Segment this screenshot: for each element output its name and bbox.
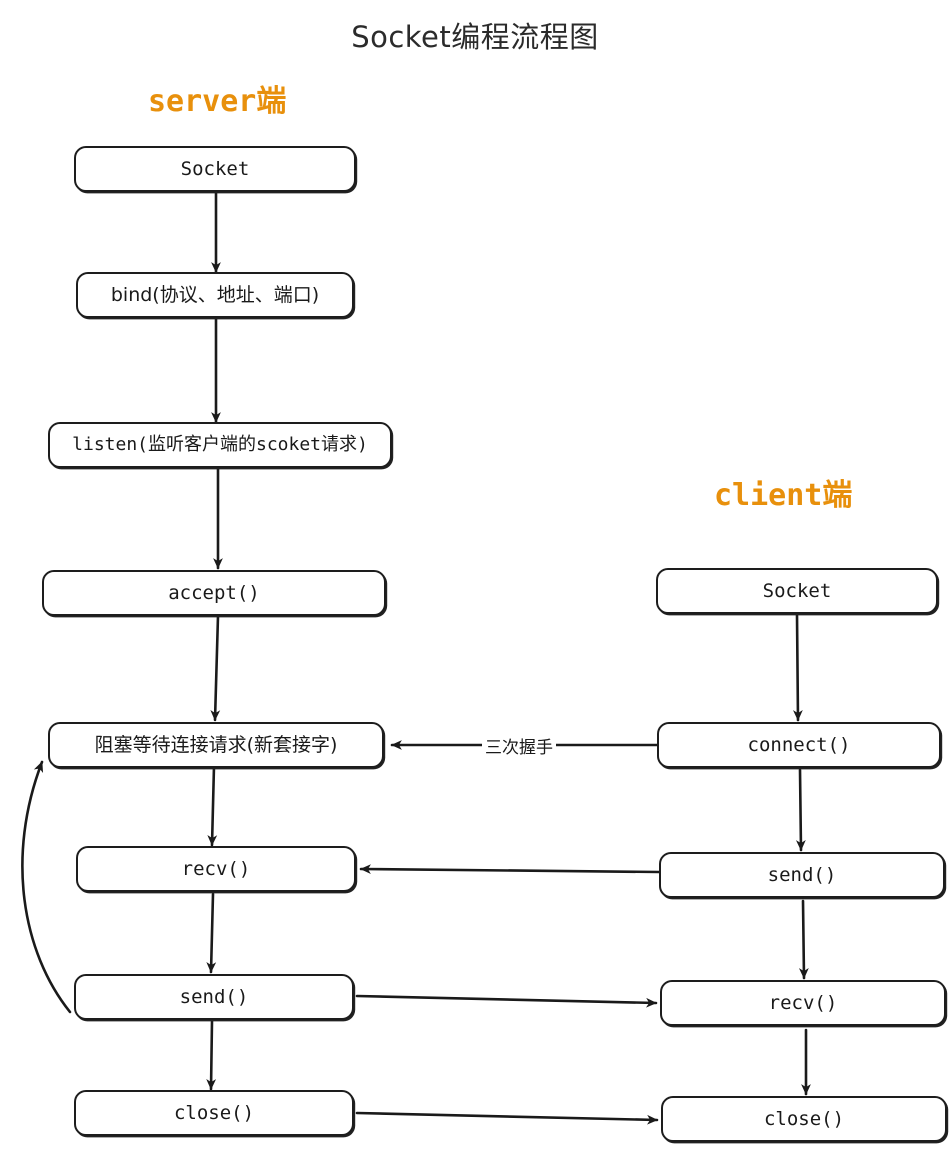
node-server-bind[interactable]: bind(协议、地址、端口) <box>76 272 354 318</box>
node-client-connect[interactable]: connect() <box>657 722 941 768</box>
node-server-socket[interactable]: Socket <box>74 146 356 192</box>
arrow-server-close-to-client-close <box>355 1111 659 1125</box>
node-label: send() <box>179 985 249 1008</box>
arrow-server-send-to-client-recv <box>355 994 658 1008</box>
node-server-listen[interactable]: listen(监听客户端的scoket请求) <box>48 422 392 468</box>
node-label: Socket <box>762 579 832 602</box>
arrow-loopback-send-to-block <box>21 760 72 1014</box>
node-label: connect() <box>747 733 851 756</box>
node-label: recv() <box>181 857 251 880</box>
node-client-close[interactable]: close() <box>661 1096 947 1142</box>
node-server-accept[interactable]: accept() <box>42 570 386 616</box>
node-server-close[interactable]: close() <box>74 1090 354 1136</box>
arrow-client-send-to-server-recv <box>359 864 661 874</box>
node-label: accept() <box>168 581 260 604</box>
lane-label-client: client端 <box>714 478 853 513</box>
arrow-server-send-to-close <box>206 1019 217 1091</box>
node-label: listen(监听客户端的scoket请求) <box>72 434 368 455</box>
arrow-server-accept-to-block <box>210 614 221 722</box>
node-label: close() <box>763 1107 845 1130</box>
arrow-server-recv-to-send <box>206 892 217 974</box>
node-server-block[interactable]: 阻塞等待连接请求(新套接字) <box>48 722 384 768</box>
node-server-send[interactable]: send() <box>74 974 354 1020</box>
node-client-recv[interactable]: recv() <box>660 980 946 1026</box>
node-server-recv[interactable]: recv() <box>76 846 356 892</box>
node-label: send() <box>767 863 837 886</box>
arrow-client-socket-to-connect <box>793 613 803 722</box>
arrow-client-send-to-recv <box>798 899 809 980</box>
node-label: close() <box>173 1101 255 1124</box>
node-client-socket[interactable]: Socket <box>656 568 938 614</box>
lane-label-server: server端 <box>148 84 287 119</box>
arrow-client-connect-to-send <box>795 768 806 852</box>
node-label: recv() <box>768 991 838 1014</box>
node-label: bind(协议、地址、端口) <box>110 283 320 306</box>
arrow-server-block-to-recv <box>207 764 218 847</box>
node-client-send[interactable]: send() <box>659 852 945 898</box>
node-label: Socket <box>180 157 250 180</box>
node-label: 阻塞等待连接请求(新套接字) <box>94 733 338 756</box>
page-title: Socket编程流程图 <box>351 20 599 54</box>
edge-label-handshake: 三次握手 <box>482 733 556 758</box>
